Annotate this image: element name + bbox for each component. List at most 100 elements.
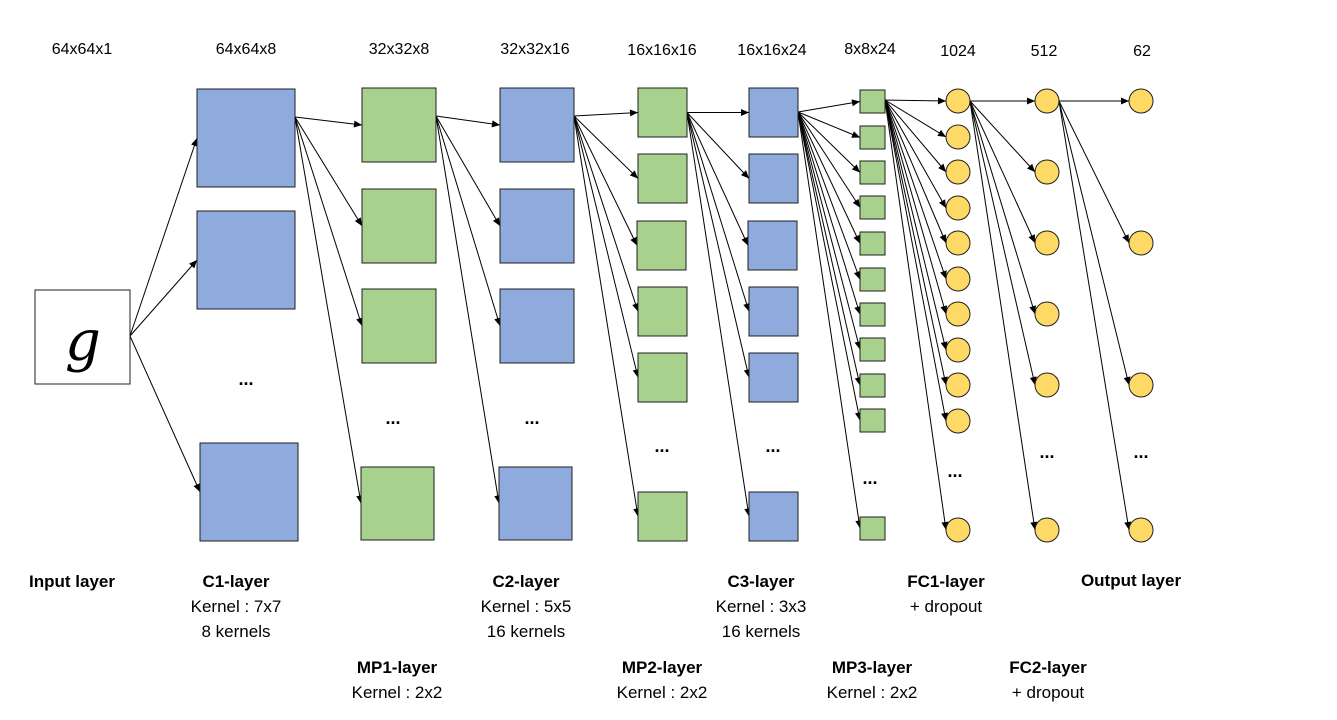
connection-21	[686, 112, 750, 378]
connection-0	[129, 137, 198, 337]
connection-7	[435, 115, 501, 126]
mp2-feature-map-1	[637, 153, 688, 204]
connection-17-head	[741, 109, 749, 116]
fc1-neuron-1	[945, 124, 971, 150]
fc2-neuron-1	[1034, 159, 1060, 185]
input-image: g	[34, 289, 131, 385]
connection-5-head	[356, 317, 363, 326]
label-c2-count: 16 kernels	[487, 622, 565, 641]
dim-input: 64x64x1	[52, 41, 113, 58]
connection-11	[573, 112, 639, 117]
mp3-feature-map-9	[859, 408, 886, 433]
connection-2	[129, 335, 201, 493]
connection-1	[129, 259, 198, 337]
mp3-feature-map-1	[859, 125, 886, 150]
connection-24	[797, 111, 861, 138]
dim-c3: 16x16x24	[737, 42, 806, 59]
mp2-feature-map-0	[637, 87, 688, 138]
out-neuron-3	[1128, 517, 1154, 543]
label-mp1-kernel: Kernel : 2x2	[352, 683, 443, 702]
connection-30	[797, 111, 861, 350]
c3-feature-map-5	[748, 491, 799, 542]
label-c1-kernel: Kernel : 7x7	[191, 597, 282, 616]
connection-28-head	[853, 270, 861, 280]
c2-feature-map-3	[498, 466, 573, 541]
fc2-neuron-0	[1034, 88, 1060, 114]
connection-15	[573, 115, 639, 378]
connection-40	[884, 99, 947, 315]
mp1-feature-map-1	[361, 188, 437, 264]
connection-50	[969, 100, 1036, 531]
label-c3-count: 16 kernels	[722, 622, 800, 641]
connection-13	[573, 115, 638, 246]
dim-mp1: 32x32x8	[369, 41, 430, 58]
connection-8	[435, 115, 501, 227]
connection-32	[797, 111, 861, 421]
c3-feature-map-3	[748, 286, 799, 337]
connection-29	[797, 111, 861, 315]
connection-3	[294, 116, 363, 126]
fc1-neuron-6	[945, 301, 971, 327]
fc1-neuron-0	[945, 88, 971, 114]
fc1-neuron-4	[945, 230, 971, 256]
connection-39	[884, 99, 947, 280]
ellipsis-mp1: ...	[385, 408, 400, 428]
connection-27-head	[853, 234, 860, 244]
label-c2-layer: C2-layer	[492, 572, 559, 591]
connection-23	[797, 101, 861, 113]
connection-33	[797, 111, 861, 529]
connection-22	[686, 112, 750, 517]
fc2-neuron-4	[1034, 372, 1060, 398]
label-output-layer: Output layer	[1081, 571, 1182, 590]
ellipsis-fc1: ...	[947, 461, 962, 481]
mp2-feature-map-3	[637, 286, 688, 337]
label-mp3-kernel: Kernel : 2x2	[827, 683, 918, 702]
connection-2-head	[193, 483, 200, 492]
ellipsis-c1: ...	[238, 369, 253, 389]
connection-47-head	[1028, 234, 1035, 243]
connection-36-head	[938, 163, 946, 172]
dim-c2: 32x32x16	[500, 41, 569, 58]
label-fc1-note: + dropout	[910, 597, 983, 616]
connection-43	[884, 99, 947, 422]
c3-feature-map-0	[748, 87, 799, 138]
connection-20	[686, 112, 750, 312]
input-digit-glyph: g	[65, 309, 101, 374]
c3-feature-map-1	[748, 153, 799, 204]
c1-feature-map-0	[196, 88, 296, 188]
connection-41	[884, 99, 947, 351]
connection-23-head	[851, 99, 860, 107]
connection-47	[969, 100, 1036, 244]
label-input-layer: Input layer	[29, 572, 115, 591]
connection-34-head	[937, 97, 946, 105]
mp1-feature-map-0	[361, 87, 437, 163]
connection-34	[884, 99, 947, 102]
connection-46	[969, 100, 1036, 173]
connection-19	[686, 112, 749, 246]
connection-25-head	[851, 164, 860, 173]
connection-9	[435, 115, 501, 327]
fc1-neuron-2	[945, 159, 971, 185]
dim-mp3: 8x8x24	[844, 41, 896, 58]
input-image-frame	[34, 289, 131, 385]
connection-52	[1058, 100, 1130, 244]
mp3-feature-map-5	[859, 267, 886, 292]
label-fc1-layer: FC1-layer	[907, 572, 985, 591]
connection-10	[435, 115, 500, 504]
label-c3-kernel: Kernel : 3x3	[716, 597, 807, 616]
dim-c1: 64x64x8	[216, 41, 277, 58]
connection-20-head	[743, 302, 750, 312]
connection-6	[294, 116, 362, 504]
connection-13-head	[630, 236, 637, 246]
out-neuron-2	[1128, 372, 1154, 398]
label-mp1-layer: MP1-layer	[357, 658, 438, 677]
label-mp2-kernel: Kernel : 2x2	[617, 683, 708, 702]
connection-37-head	[939, 199, 946, 208]
connection-48	[969, 100, 1036, 315]
connection-3-head	[353, 120, 362, 128]
label-c3-layer: C3-layer	[727, 572, 794, 591]
connection-0-head	[191, 138, 198, 147]
connection-48-head	[1029, 305, 1037, 314]
fc1-neuron-5	[945, 266, 971, 292]
